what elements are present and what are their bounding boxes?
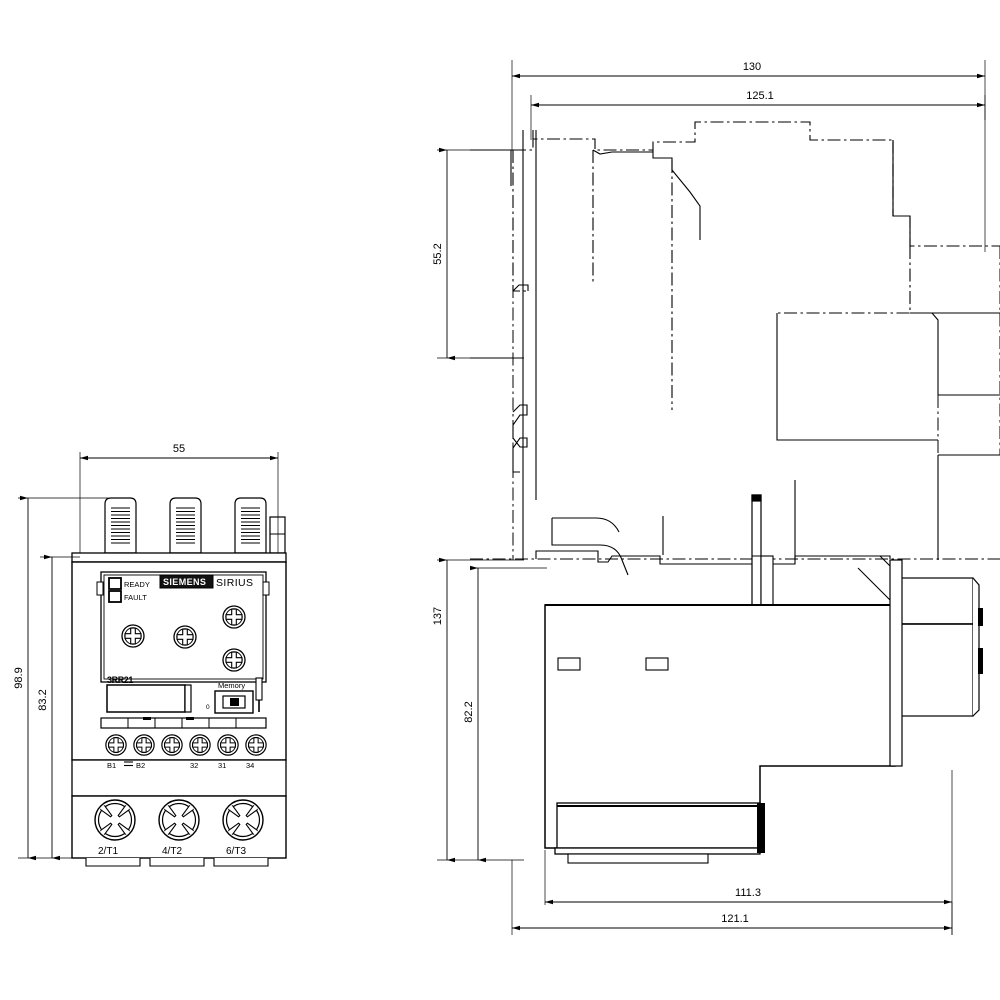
side-right-vertical-band [889,559,903,767]
side-dimension-depth-121-1: 121.1 [511,860,953,935]
vent-slots-3 [241,507,260,544]
control-terminal-screw-6[interactable] [245,734,267,756]
memory-switch-lever[interactable] [230,698,239,706]
control-terminal-label-32: 32 [190,761,198,770]
power-terminal-screw-2[interactable] [158,799,200,841]
control-terminal-label-31: 31 [218,761,226,770]
supply-symbol-icon [124,761,133,767]
led-fault [108,590,122,603]
mounting-feet [85,858,269,867]
side-base-foot [567,853,709,864]
top-flange [71,552,287,563]
siemens-wordmark: SIEMENS [163,577,206,587]
control-terminal-screw-5[interactable] [217,734,239,756]
adjustment-dial-4[interactable] [222,648,246,672]
power-terminal-label-t3: 6/T3 [226,846,246,857]
vent-slots-1 [111,507,130,544]
display-window-edge [184,684,192,713]
control-terminal-label-b1: B1 [107,761,116,770]
memory-label: Memory [218,681,245,690]
side-height-total-dim-text: 137 [432,607,444,625]
control-terminal-rail-dividers [127,718,237,728]
side-vent-slot-1 [557,657,581,671]
faceplate-clip-left [96,581,104,596]
control-terminal-screw-3[interactable] [161,734,183,756]
side-height-lower-dim-text: 82.2 [463,701,475,722]
mid-flange [71,759,287,797]
aux-terminal-tab [269,516,286,554]
side-base-plate [554,802,761,855]
led-fault-label: FAULT [124,593,147,602]
side-depth-outer-dim-text: 121.1 [721,913,749,925]
front-dimension-width-55: 55 [79,443,279,553]
side-depth-secondary-dim-text: 125.1 [746,90,774,102]
led-ready [108,577,122,590]
side-dimension-depth-111-3: 111.3 [544,770,953,935]
display-window [106,684,186,713]
adjustment-dial-1[interactable] [121,624,145,648]
control-terminal-screw-4[interactable] [189,734,211,756]
control-terminal-label-b2: B2 [136,761,145,770]
side-depth-inner-dim-text: 111.3 [735,887,761,899]
side-depth-overall-dim-text: 130 [743,61,761,73]
vent-slots-2 [176,507,195,544]
reset-symbol-label: 0 [206,704,210,711]
control-terminal-screw-1[interactable] [105,734,127,756]
side-right-solid-outline [776,312,1000,560]
side-right-connector [894,577,983,717]
front-height-body-dim-text: 83.2 [37,689,49,710]
side-dimension-height-82-2: 82.2 [463,565,547,863]
side-height-upper-dim-text: 55.2 [432,243,444,264]
control-terminal-label-34: 34 [246,761,254,770]
type-designation-label: 3RR21 [107,675,133,685]
side-upper-solid-accents [510,130,911,292]
control-terminal-rail [100,717,267,729]
side-indicator-strip [255,677,263,701]
side-view-group: 130 125.1 55.2 137 82.2 [432,60,1000,935]
adjustment-dial-2[interactable] [173,625,197,649]
side-dimension-height-55-2: 55.2 [432,147,524,361]
front-view-group: READY FAULT SIEMENS SIRIUS 3RR21 Memory … [13,443,287,867]
power-terminal-label-t1: 2/T1 [98,846,118,857]
control-terminal-rail-notches [143,717,194,720]
side-dimension-depth-130: 130 [511,60,986,252]
front-height-overall-dim-text: 98.9 [13,667,25,688]
front-width-dim-text: 55 [173,443,185,455]
side-dimension-depth-125-1: 125.1 [530,90,986,140]
led-ready-label: READY [124,580,150,589]
power-terminal-screw-1[interactable] [94,799,136,841]
front-top-terminal-covers [104,497,286,554]
power-terminal-label-t2: 4/T2 [162,846,182,857]
side-vent-slot-2 [645,657,669,671]
side-middle-step-profile [535,480,891,565]
front-dimension-height-83-2: 83.2 [37,554,80,861]
din-rail-clip [512,404,528,473]
faceplate-clip-right [262,581,270,596]
control-terminal-screw-2[interactable] [133,734,155,756]
sirius-wordmark: SIRIUS [216,577,253,589]
siemens-logo-plate [159,574,214,589]
power-terminal-screw-3[interactable] [222,799,264,841]
side-base-edge-bar [757,803,765,853]
adjustment-dial-3[interactable] [222,605,246,629]
